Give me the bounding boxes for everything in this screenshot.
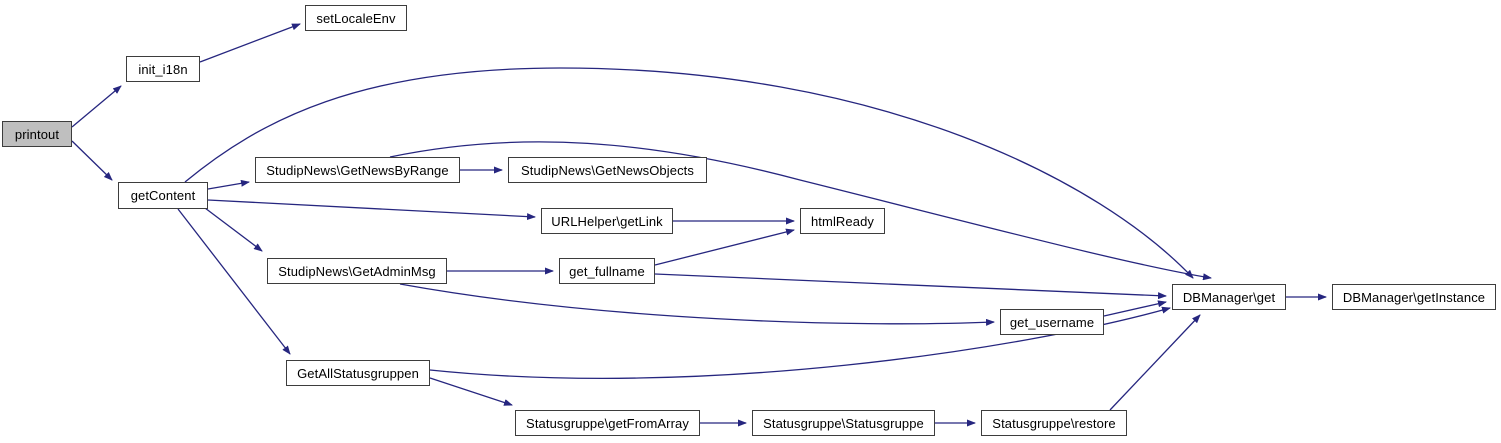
graph-node-setlocale[interactable]: setLocaleEnv: [305, 5, 407, 31]
graph-node-label: Statusgruppe\Statusgruppe: [763, 415, 924, 431]
graph-edge: [207, 179, 250, 190]
graph-node-getlink[interactable]: URLHelper\getLink: [541, 208, 673, 234]
graph-node-label: getContent: [130, 188, 196, 203]
graph-node-dbget[interactable]: DBManager\get: [1172, 284, 1286, 310]
graph-node-label: URLHelper\getLink: [551, 213, 663, 229]
graph-edge: [654, 273, 1167, 300]
graph-edge: [1109, 314, 1201, 411]
graph-edge: [177, 208, 291, 355]
graph-node-label: Statusgruppe\restore: [992, 415, 1116, 431]
graph-node-label: htmlReady: [810, 213, 875, 229]
graph-node-fromarray[interactable]: Statusgruppe\getFromArray: [515, 410, 700, 436]
graph-node-label: setLocaleEnv: [316, 10, 396, 26]
graph-node-printout[interactable]: printout: [2, 121, 72, 147]
graph-node-init_i18n[interactable]: init_i18n: [126, 56, 200, 82]
graph-node-label: StudipNews\GetNewsByRange: [266, 162, 449, 178]
graph-node-label: printout: [14, 126, 60, 142]
graph-edge: [399, 283, 995, 326]
graph-node-label: StudipNews\GetNewsObjects: [520, 162, 694, 178]
graph-edges: [71, 23, 1327, 427]
graph-node-getcontent[interactable]: getContent: [118, 182, 208, 209]
graph-edge: [1103, 300, 1167, 317]
graph-edge: [199, 23, 301, 63]
graph-node-newsobjects[interactable]: StudipNews\GetNewsObjects: [508, 157, 707, 183]
graph-node-label: GetAllStatusgruppen: [297, 365, 419, 381]
graph-node-label: DBManager\getInstance: [1342, 289, 1486, 305]
graph-node-label: get_fullname: [569, 263, 645, 279]
graph-node-sgctor[interactable]: Statusgruppe\Statusgruppe: [752, 410, 935, 436]
graph-edge: [184, 67, 1194, 279]
graph-node-label: init_i18n: [138, 61, 188, 77]
graph-node-label: DBManager\get: [1182, 289, 1276, 305]
graph-node-newsrange[interactable]: StudipNews\GetNewsByRange: [255, 157, 460, 183]
graph-node-statusgrp[interactable]: GetAllStatusgruppen: [286, 360, 430, 386]
graph-node-htmlready[interactable]: htmlReady: [800, 208, 885, 234]
graph-node-dbinstance[interactable]: DBManager\getInstance: [1332, 284, 1496, 310]
graph-node-sgrestore[interactable]: Statusgruppe\restore: [981, 410, 1127, 436]
graph-edge: [71, 140, 113, 181]
graph-edge: [654, 228, 795, 266]
graph-node-username[interactable]: get_username: [1000, 309, 1104, 335]
graph-node-label: StudipNews\GetAdminMsg: [278, 263, 436, 279]
graph-edge: [389, 141, 1212, 281]
graph-edge: [71, 85, 122, 128]
graph-edge: [429, 377, 513, 406]
graph-node-adminmsg[interactable]: StudipNews\GetAdminMsg: [267, 258, 447, 284]
graph-edge: [207, 199, 536, 221]
graph-node-label: Statusgruppe\getFromArray: [526, 415, 689, 431]
graph-node-fullname[interactable]: get_fullname: [559, 258, 655, 284]
graph-node-label: get_username: [1009, 314, 1095, 330]
graph-edge: [204, 207, 263, 252]
